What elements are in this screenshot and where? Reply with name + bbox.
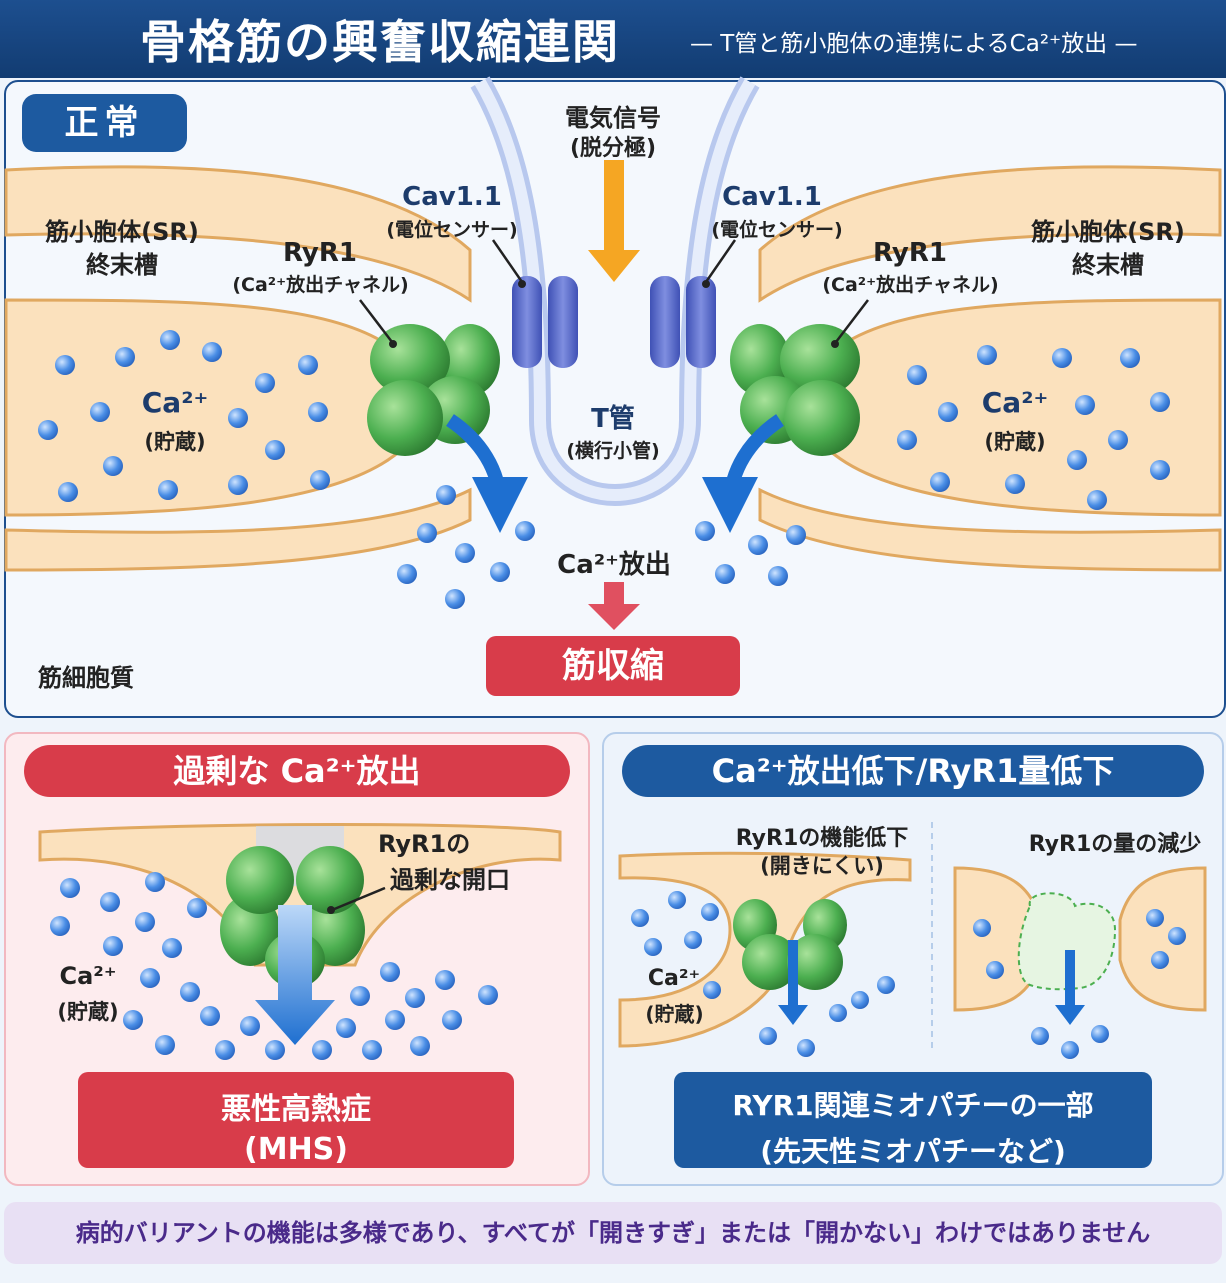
mhs-box: 悪性高熱症 (MHS) (78, 1072, 514, 1168)
normal-badge: 正常 (22, 94, 187, 152)
release-arrow-left-icon (446, 414, 528, 533)
footer-bar (4, 1202, 1222, 1264)
cav-left-label: Cav1.1 (402, 182, 502, 212)
signal-arrow-icon (588, 160, 640, 282)
sr-left-label: 筋小胞体(SR) (45, 218, 199, 246)
ca-right-label: Ca²⁺ (981, 386, 1049, 419)
cav-left-sublabel: (電位センサー) (386, 219, 518, 241)
sr-right (758, 165, 1222, 572)
mhs-abbrev: (MHS) (244, 1132, 348, 1167)
contraction-box: 筋収縮 (486, 636, 740, 696)
excess-ca-sublabel: (貯蔵) (57, 1000, 119, 1024)
footer-note: 病的バリアントの機能は多様であり、すべてが「開きすぎ」または「開かない」わけでは… (75, 1219, 1151, 1247)
release-arrow-right-icon (702, 414, 784, 533)
page-title: 骨格筋の興奮収縮連関 (140, 15, 620, 69)
ca-left-sublabel: (貯蔵) (144, 430, 206, 454)
cav11-right-icon (650, 239, 737, 368)
ca-ions-top (38, 330, 1170, 609)
ttube-label: T管 (591, 404, 635, 434)
cav11-left-icon (491, 239, 578, 368)
sr-right-label: 筋小胞体(SR) (1031, 218, 1185, 246)
myopathy-title: RYR1関連ミオパチーの一部 (732, 1089, 1094, 1122)
cav-right-sublabel: (電位センサー) (711, 219, 843, 241)
ryr1-left-icon (359, 299, 500, 456)
cav-right-label: Cav1.1 (722, 182, 822, 212)
reduced-func-label: RyR1の機能低下 (735, 826, 909, 851)
signal-sublabel: (脱分極) (569, 136, 657, 161)
signal-label: 電気信号 (565, 104, 661, 132)
reduced-ca-sublabel: (貯蔵) (645, 1002, 704, 1026)
ryr1-right-icon (730, 299, 869, 456)
reduced-amount-label: RyR1の量の減少 (1028, 832, 1202, 857)
excess-header: 過剰な Ca²⁺放出 (24, 745, 570, 797)
sr-right-sublabel: 終末槽 (1072, 251, 1144, 279)
ryr-right-label: RyR1 (873, 238, 947, 268)
page-subtitle: — T管と筋小胞体の連携によるCa²⁺放出 — (690, 31, 1138, 57)
excess-ryr-label: RyR1の (378, 830, 471, 858)
release-label: Ca²⁺放出 (557, 550, 671, 580)
reduced-ca-label: Ca²⁺ (647, 966, 701, 991)
ryr-left-label: RyR1 (283, 238, 357, 268)
ryr-left-sublabel: (Ca²⁺放出チャネル) (232, 274, 409, 296)
t-tubule (470, 76, 760, 506)
reduced-header: Ca²⁺放出低下/RyR1量低下 (622, 745, 1204, 797)
reduced-func-sublabel: (開きにくい) (760, 854, 884, 878)
header-bar (0, 0, 1226, 78)
excess-ryr-sublabel: 過剰な開口 (390, 866, 510, 894)
ryr-right-sublabel: (Ca²⁺放出チャネル) (822, 274, 999, 296)
ca-right-sublabel: (貯蔵) (984, 430, 1046, 454)
ttube-sublabel: (横行小管) (566, 440, 660, 462)
cytoplasm-label: 筋細胞質 (38, 664, 134, 692)
mhs-title: 悪性高熱症 (221, 1092, 371, 1127)
ca-left-label: Ca²⁺ (141, 386, 209, 419)
down-arrow-icon (588, 582, 640, 630)
myopathy-examples: (先天性ミオパチーなど) (760, 1135, 1066, 1168)
excess-ca-label: Ca²⁺ (59, 962, 117, 990)
sr-left-sublabel: 終末槽 (86, 251, 158, 279)
myopathy-box: RYR1関連ミオパチーの一部 (先天性ミオパチーなど) (674, 1072, 1152, 1168)
